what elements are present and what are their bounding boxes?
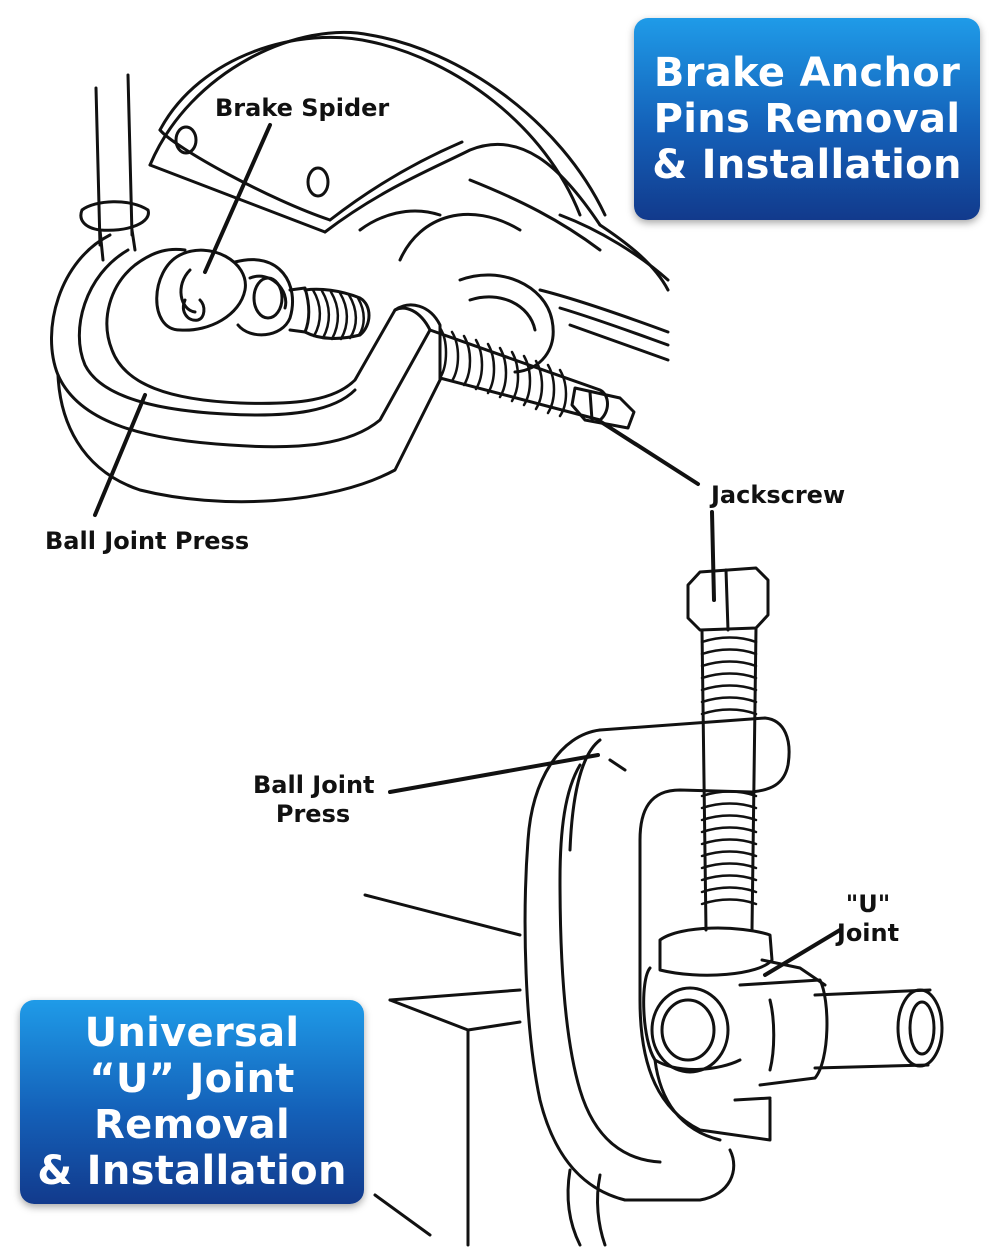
callout-u-joint-line-1: "U" [845, 890, 891, 918]
title-badge-brake-anchor: Brake Anchor Pins Removal & Installation [634, 18, 980, 220]
title-bottom-line-1: Universal [84, 1010, 300, 1056]
brake-anchor-press-drawing [50, 30, 670, 504]
callout-jackscrew: Jackscrew [711, 481, 846, 509]
title-bottom-line-4: & Installation [37, 1148, 347, 1194]
leader-jackscrew-bottom [710, 510, 716, 602]
callout-u-joint: "U" Joint [830, 890, 906, 948]
title-bottom-line-3: Removal [94, 1102, 290, 1148]
u-joint-press-drawing [363, 566, 944, 1247]
callout-ball-joint-press-top: Ball Joint Press [45, 527, 250, 555]
callout-ball-joint-press-bottom: Ball Joint Press [253, 771, 375, 829]
leader-ball-joint-press-top [93, 393, 147, 517]
callout-u-joint-line-2: Joint [836, 919, 900, 947]
title-top-line-2: Pins Removal [653, 96, 961, 142]
callout-ball-joint-press-bottom-line-2: Press [275, 800, 351, 828]
leader-u-joint [763, 928, 842, 977]
leader-brake-spider [203, 123, 272, 274]
title-top-line-3: & Installation [652, 142, 962, 188]
title-badge-u-joint: Universal “U” Joint Removal & Installati… [20, 1000, 364, 1204]
leader-ball-joint-press-bottom [388, 753, 600, 794]
title-bottom-line-2: “U” Joint [89, 1056, 295, 1102]
callout-ball-joint-press-bottom-line-1: Ball Joint [253, 771, 375, 799]
leader-lines [93, 123, 842, 977]
callout-brake-spider: Brake Spider [215, 94, 390, 122]
title-top-line-1: Brake Anchor [653, 50, 961, 96]
leader-jackscrew-top [596, 418, 700, 486]
